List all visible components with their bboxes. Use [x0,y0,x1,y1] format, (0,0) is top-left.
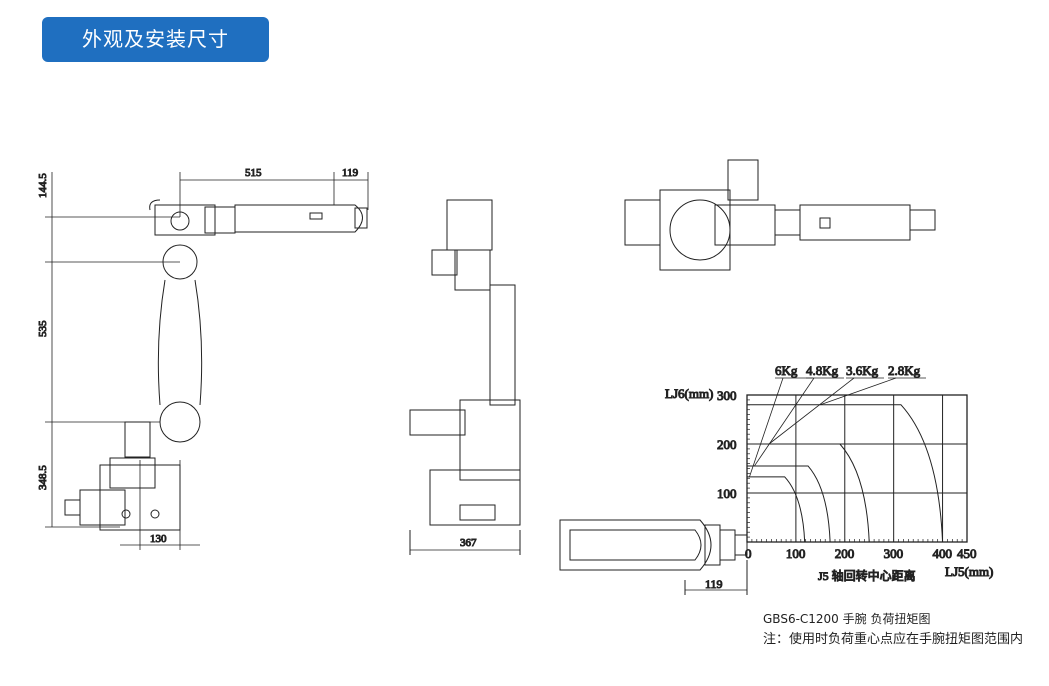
chart-ylabel: LJ6(mm) [665,386,713,401]
leader-line-4.8Kg [754,377,815,467]
dim-367: 367 [460,537,477,549]
legend-label-4.8Kg: 4.8Kg [806,363,839,378]
load-curve-2.8Kg [747,404,944,543]
front-view-robot [409,199,521,555]
dim-515: 515 [245,167,262,179]
leader-line-2.8Kg [820,377,897,406]
y-tick-label: 200 [717,437,737,452]
wrist-view-robot [559,519,748,595]
wrist-dim-119: 119 [705,577,723,591]
dim-348-5: 348.5 [37,465,49,490]
legend-label-3.6Kg: 3.6Kg [846,363,879,378]
dim-144-5: 144.5 [37,173,49,198]
chart-note: 注：使用时负荷重心点应在手腕扭矩图范围内 [763,632,1024,647]
chart-xlabel-cn: J5 轴回转中心距离 [818,568,916,583]
x-tick-label: 300 [884,546,904,561]
load-curve-4.8Kg [747,465,831,543]
load-curve-3.6Kg [747,443,870,543]
y-tick-label: 100 [717,486,737,501]
side-view-dimensions [45,172,369,550]
side-view-robot [64,199,368,531]
legend-label-2.8Kg: 2.8Kg [888,363,921,378]
dim-535: 535 [37,320,49,337]
y-tick-label: 300 [717,388,737,403]
top-view-robot [624,159,936,271]
leader-line-6Kg [749,377,784,477]
x-tick-label: 0 [745,546,752,561]
dim-119: 119 [342,167,359,179]
leader-line-3.6Kg [768,377,855,445]
legend-label-6Kg: 6Kg [775,363,798,378]
load-curve-6Kg [747,476,806,543]
section-title: 外观及安装尺寸 [42,17,269,62]
chart-frame [746,394,968,543]
dim-130: 130 [150,533,167,545]
x-tick-label: 100 [786,546,806,561]
chart-title: GBS6-C1200 手腕 负荷扭矩图 [763,612,931,626]
x-tick-label: 200 [835,546,855,561]
x-tick-label: 400 [933,546,953,561]
chart-xlabel: LJ5(mm) [945,564,993,579]
x-tick-label: 450 [957,546,977,561]
load-torque-chart: 0 100 200 300 400 450 100 200 300 6Kg 4.8Kg 3.6Kg 2.… [717,363,978,562]
